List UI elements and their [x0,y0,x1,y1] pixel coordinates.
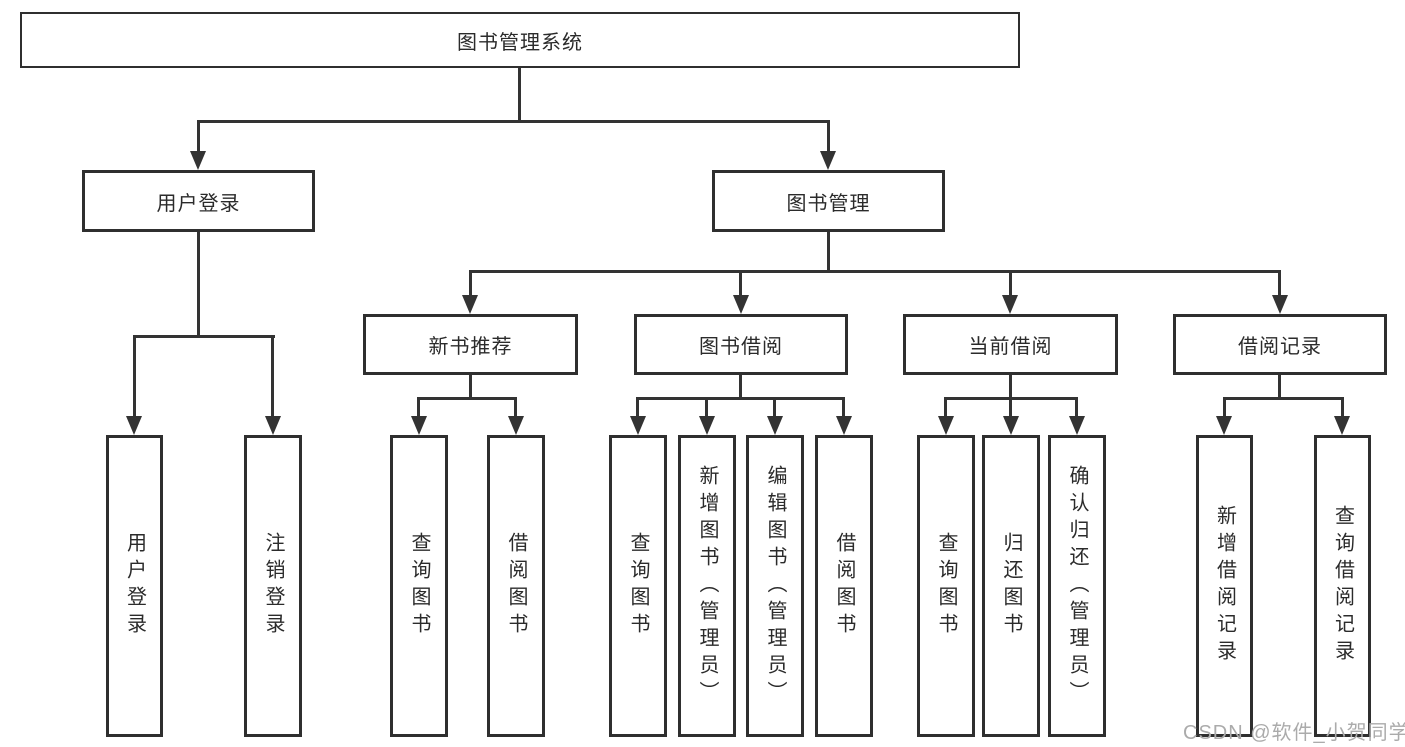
leaf-logout-login: 注销登录 [244,435,302,737]
leaf-borrow-book-recommend: 借阅图书 [487,435,545,737]
node-new-book-recommend: 新书推荐 [363,314,578,375]
node-current-borrow: 当前借阅 [903,314,1118,375]
arrow-down-icon [190,151,206,170]
connector-line [133,335,275,338]
arrow-down-icon [462,295,478,314]
connector-line [514,397,517,418]
connector-line [469,270,1281,273]
arrow-down-icon [411,416,427,435]
leaf-add-book-admin: 新增图书（管理员） [678,435,736,737]
arrow-down-icon [1002,295,1018,314]
connector-line [417,397,517,400]
connector-line [1223,397,1344,400]
watermark: CSDN @软件_小贺同学 [1183,722,1405,744]
connector-line [1009,270,1012,298]
leaf-label: 注销登录 [262,532,284,640]
connector-line [197,120,830,123]
arrow-down-icon [265,416,281,435]
arrow-down-icon [508,416,524,435]
connector-line [197,120,200,154]
leaf-borrow-book: 借阅图书 [815,435,873,737]
arrow-down-icon [1216,416,1232,435]
connector-line [1075,397,1078,418]
leaf-label: 借阅图书 [505,532,527,640]
connector-line [518,68,521,120]
connector-line [1009,375,1012,399]
node-book-borrow: 图书借阅 [634,314,848,375]
arrow-down-icon [767,416,783,435]
connector-line [469,375,472,399]
connector-line [739,375,742,399]
leaf-query-book-borrow: 查询图书 [609,435,667,737]
arrow-down-icon [630,416,646,435]
connector-line [1278,270,1281,298]
arrow-down-icon [836,416,852,435]
arrow-down-icon [126,416,142,435]
arrow-down-icon [1272,295,1288,314]
leaf-label: 查询借阅记录 [1331,505,1354,667]
leaf-edit-book-admin: 编辑图书（管理员） [746,435,804,737]
leaf-label: 确认归还（管理员） [1066,464,1088,708]
leaf-label: 编辑图书（管理员） [764,464,786,708]
connector-line [271,335,274,419]
connector-line [1278,375,1281,399]
arrow-down-icon [1003,416,1019,435]
connector-line [827,120,830,154]
leaf-query-book-current: 查询图书 [917,435,975,737]
connector-line [417,397,420,418]
connector-line [469,270,472,298]
node-root-library-management-system: 图书管理系统 [20,12,1020,68]
connector-line [1341,397,1344,418]
connector-line [197,232,200,337]
connector-line [636,397,845,400]
connector-line [773,397,776,418]
connector-line [842,397,845,418]
connector-line [739,270,742,298]
leaf-confirm-return-admin: 确认归还（管理员） [1048,435,1106,737]
leaf-label: 查询图书 [627,532,649,640]
connector-line [1009,397,1012,418]
leaf-label: 查询图书 [408,532,430,640]
leaf-label: 新增图书（管理员） [696,464,718,708]
node-user-login: 用户登录 [82,170,315,232]
leaf-user-login: 用户登录 [106,435,163,737]
leaf-label: 借阅图书 [833,532,855,640]
leaf-return-book: 归还图书 [982,435,1040,737]
leaf-label: 新增借阅记录 [1213,505,1236,667]
connector-line [636,397,639,418]
arrow-down-icon [820,151,836,170]
arrow-down-icon [699,416,715,435]
leaf-query-book-recommend: 查询图书 [390,435,448,737]
connector-line [133,335,136,419]
connector-line [705,397,708,418]
node-borrow-record: 借阅记录 [1173,314,1387,375]
leaf-query-borrow-record: 查询借阅记录 [1314,435,1371,737]
arrow-down-icon [938,416,954,435]
leaf-label: 用户登录 [123,532,146,640]
arrow-down-icon [1069,416,1085,435]
connector-line [944,397,947,418]
arrow-down-icon [1334,416,1350,435]
leaf-add-borrow-record: 新增借阅记录 [1196,435,1253,737]
connector-line [827,232,830,272]
connector-line [1223,397,1226,418]
node-book-management: 图书管理 [712,170,945,232]
arrow-down-icon [733,295,749,314]
leaf-label: 归还图书 [1000,532,1022,640]
leaf-label: 查询图书 [935,532,957,640]
